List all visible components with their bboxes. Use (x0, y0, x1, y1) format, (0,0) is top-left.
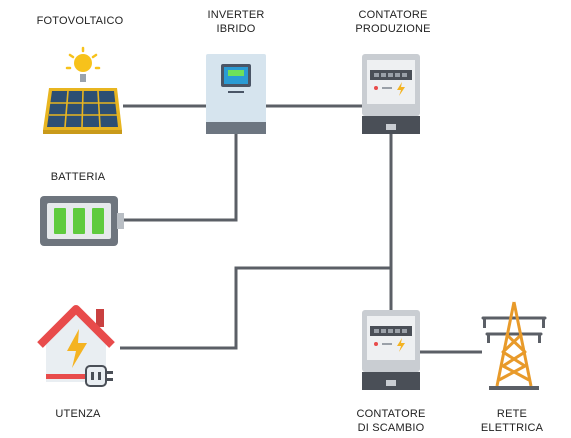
label-batteria: BATTERIA (50, 171, 106, 183)
house-icon (37, 305, 115, 387)
inverter-icon (206, 54, 266, 134)
battery-icon (40, 196, 124, 246)
solar-panel-icon (43, 46, 122, 134)
wires (120, 104, 482, 354)
wire-inverter-battery (120, 134, 238, 222)
label-utenza: UTENZA (55, 408, 101, 420)
power-tower-icon (481, 301, 547, 390)
exchange-meter-icon (362, 310, 420, 390)
wire-to-utenza (120, 266, 391, 350)
label-fotovoltaico: FOTOVOLTAICO (36, 15, 124, 27)
production-meter-icon (362, 54, 420, 134)
